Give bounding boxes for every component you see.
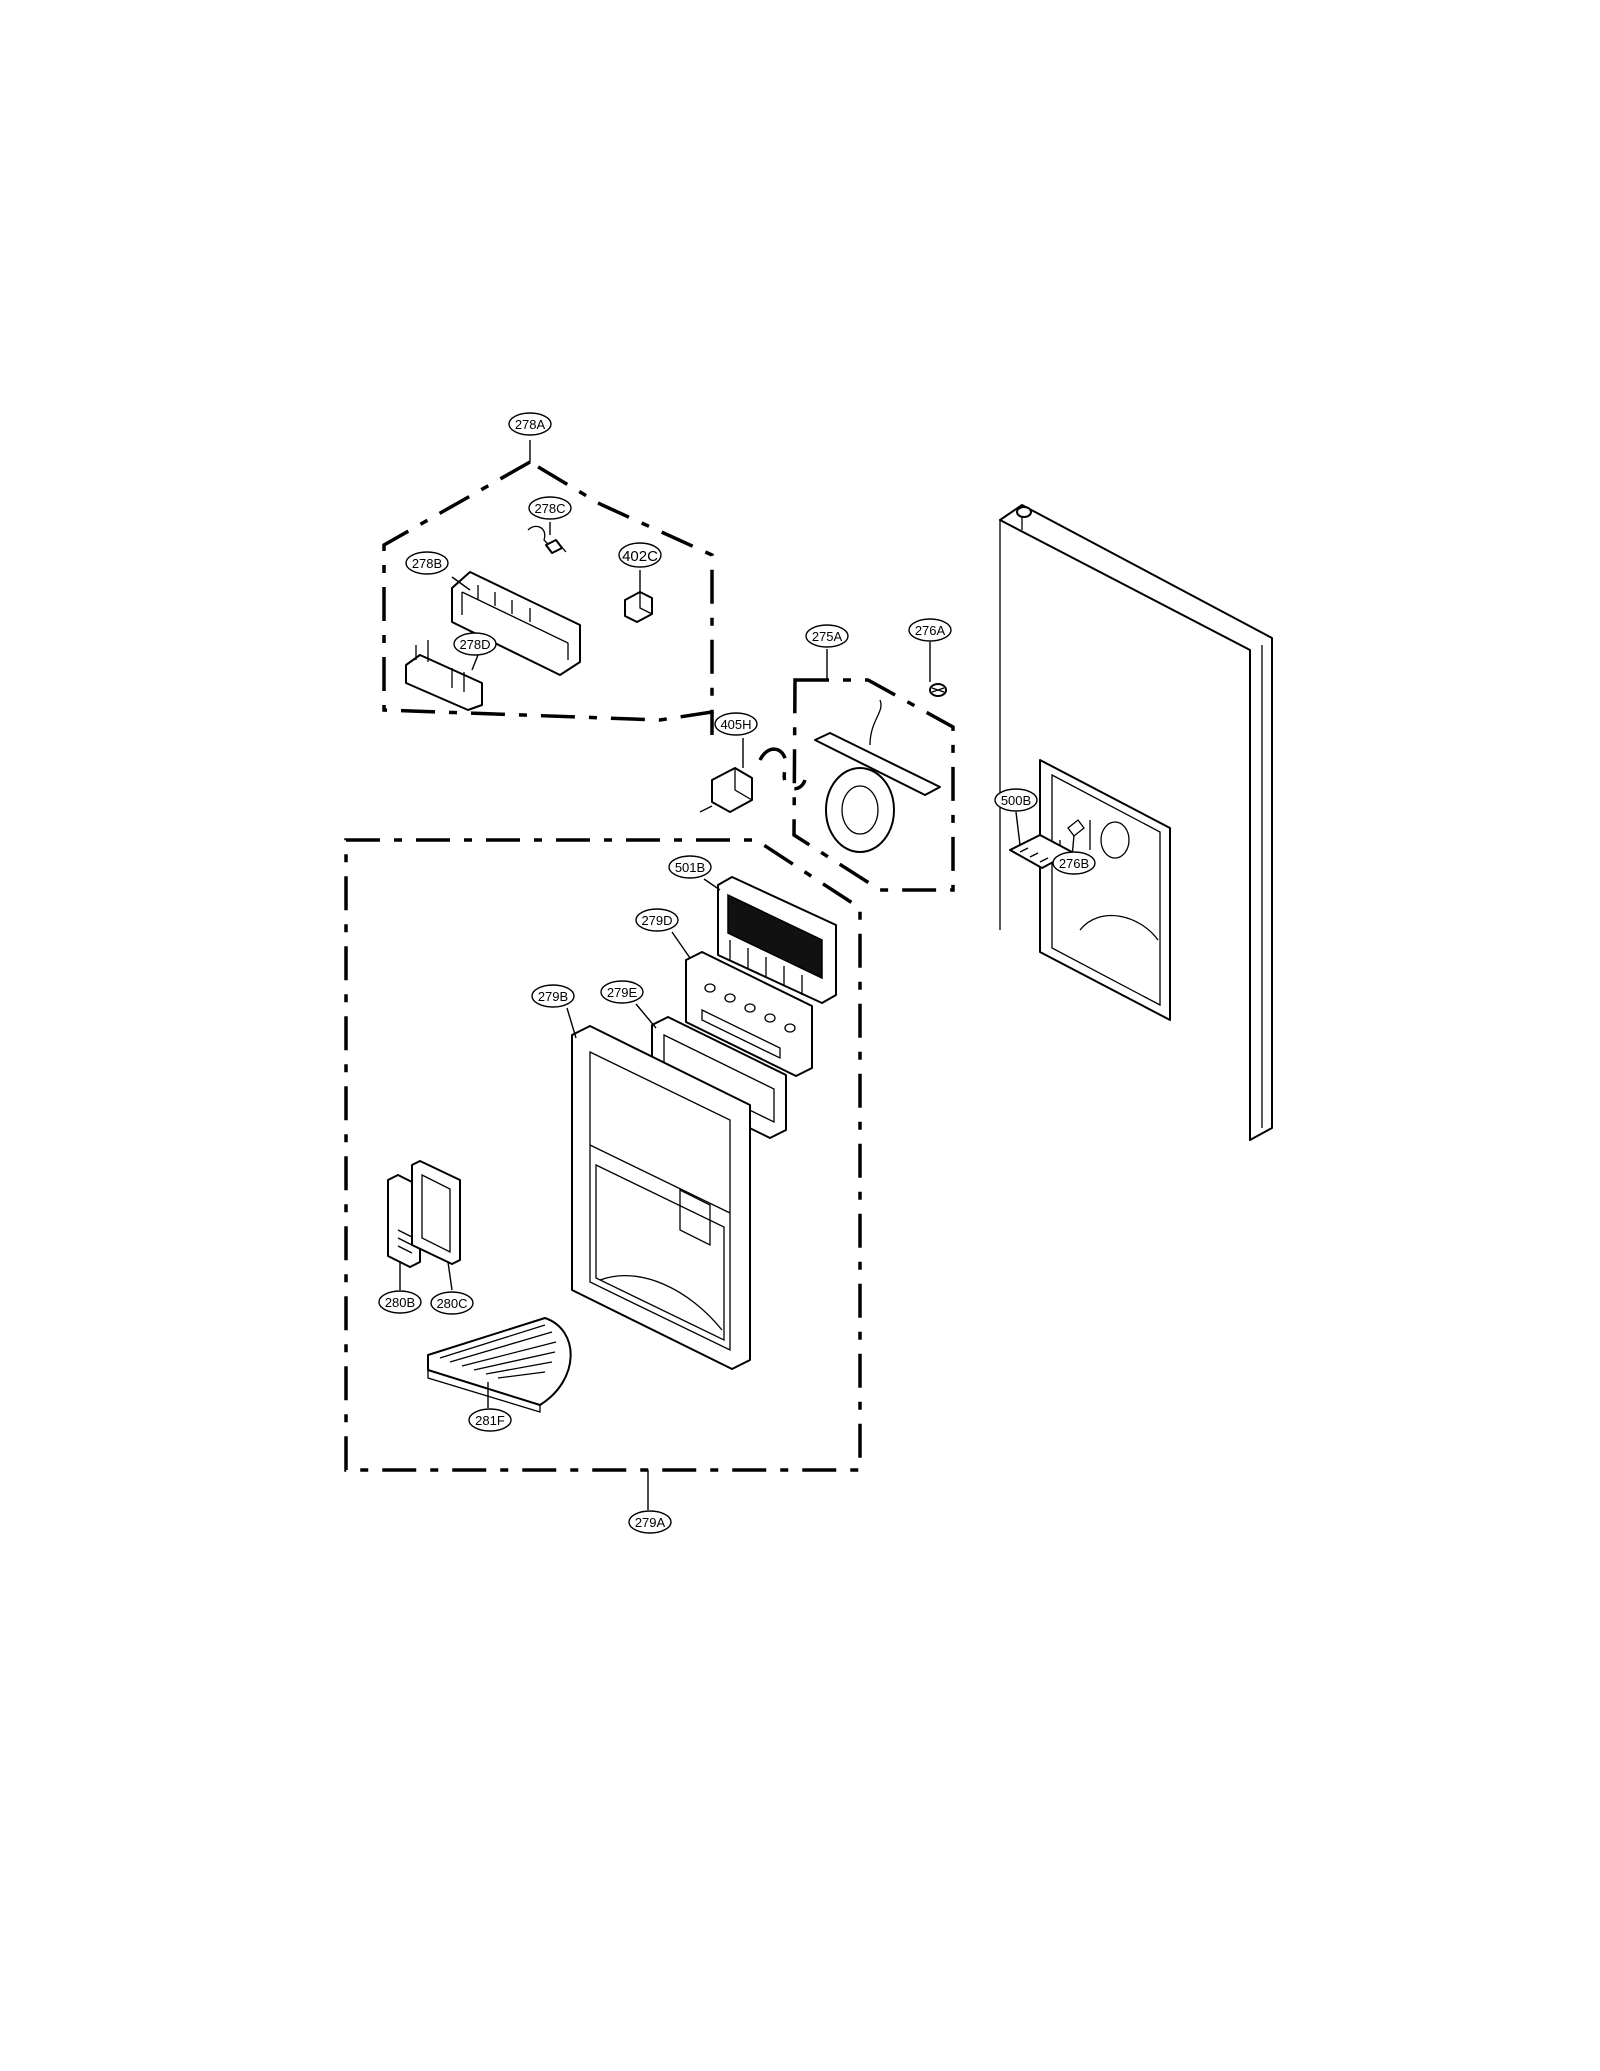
part-501B [717,876,837,1004]
callout-280B: 280B [378,1290,422,1314]
callout-501B: 501B [668,855,712,879]
callout-405H: 405H [714,712,758,736]
callout-280C: 280C [430,1291,474,1315]
part-280C [411,1160,461,1265]
part-281F [427,1317,572,1413]
label-276A: 276A [915,623,946,638]
part-405H [699,767,753,813]
label-279B: 279B [538,989,568,1004]
callout-278B: 278B [405,551,449,575]
callout-276A: 276A [908,618,952,642]
label-278A: 278A [515,417,546,432]
label-278B: 278B [412,556,442,571]
callout-279D: 279D [635,908,679,932]
label-278D: 278D [459,637,490,652]
label-279A: 279A [635,1515,666,1530]
callout-276B: 276B [1052,851,1096,875]
label-280C: 280C [436,1296,467,1311]
connector-405H-275A [710,712,807,791]
callout-278C: 278C [528,496,572,520]
refrigerator-door [999,504,1273,1141]
callout-275A: 275A [805,624,849,648]
part-279B [571,1025,751,1370]
label-275A: 275A [812,629,843,644]
leader-lines [399,440,1075,1510]
label-279E: 279E [607,985,638,1000]
part-278B [451,571,581,676]
callout-402C: 402C [618,542,662,568]
label-279D: 279D [641,913,672,928]
callout-278D: 278D [453,632,497,656]
group-boundary-275A [792,678,955,892]
part-278C [527,525,567,554]
part-402C [624,591,653,623]
callout-279E: 279E [600,980,644,1004]
callout-500B: 500B [994,788,1038,812]
label-280B: 280B [385,1295,415,1310]
callout-279A: 279A [628,1510,672,1534]
label-278C: 278C [534,501,565,516]
label-500B: 500B [1001,793,1031,808]
part-275A [814,699,941,853]
part-279D [685,951,813,1077]
callout-279B: 279B [531,984,575,1008]
label-276B: 276B [1059,856,1089,871]
callout-281F: 281F [468,1408,512,1432]
part-276B [1067,819,1085,837]
label-405H: 405H [720,717,751,732]
label-402C: 402C [622,548,658,565]
label-501B: 501B [675,860,705,875]
callout-278A: 278A [508,412,552,436]
label-281F: 281F [475,1413,505,1428]
part-276A [929,683,947,697]
part-278D [405,640,483,711]
